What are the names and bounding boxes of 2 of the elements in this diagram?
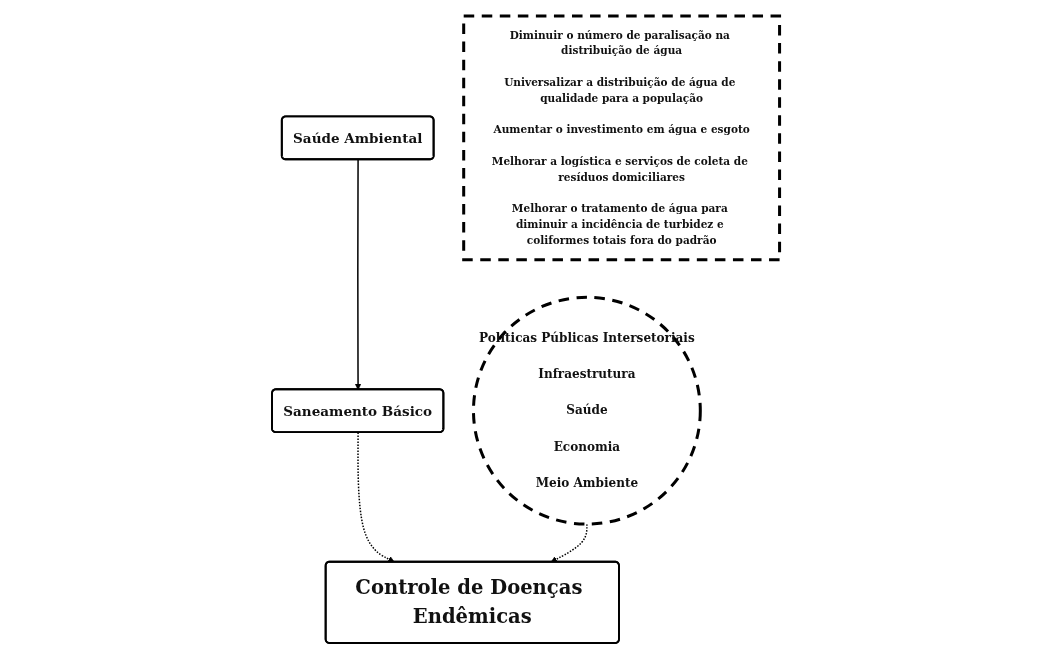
node-box: Diminuir o número de paralisação na distribuição de água Universalizar a distribuição de água de qualidade para a população Aumentar o investimento em água e esgoto Melhorar a logística e serviços de coleta de resíduos domiciliares Melhorar o tratamento de água para diminuir a incidência de turbidez e coliformes totais fora do padrão [461, 14, 781, 262]
arrow [354, 158, 362, 390]
